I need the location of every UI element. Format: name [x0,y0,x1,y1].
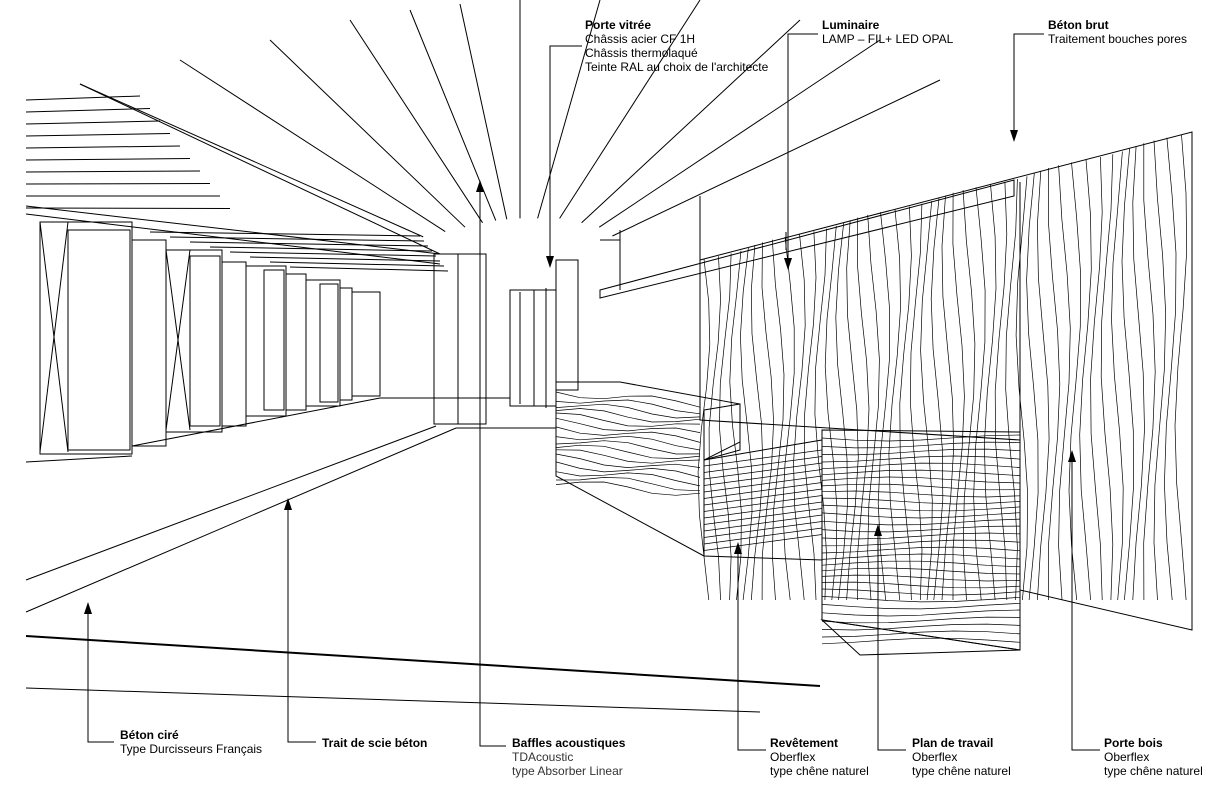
label-trait-scie: Trait de scie béton [322,736,427,750]
label-plan-travail-line-1: Oberflex [912,750,958,764]
wood-wall [697,131,1193,631]
label-revetement-line-2: type chêne naturel [770,764,869,778]
label-luminaire-line-1: LAMP – FIL+ LED OPAL [822,32,954,46]
label-porte-vitree-line-2: Châssis thermolaqué [585,46,698,60]
label-porte-bois-line-2: type chêne naturel [1104,764,1203,778]
label-beton-brut-line-1: Traitement bouches pores [1048,32,1187,46]
label-beton-cire: Béton ciré Type Durcisseurs Français [120,728,262,756]
ceiling-slats [25,95,449,272]
label-baffles-line-1: TDAcoustic [512,750,574,764]
left-glazed-facade [25,221,381,463]
leader-arrows [84,130,1076,614]
central-pillar [433,253,487,425]
label-porte-vitree-line-1: Châssis acier CF 1H [585,32,696,46]
label-beton-cire-title: Béton ciré [120,728,179,742]
label-porte-vitree-line-3: Teinte RAL au choix de l'architecte [585,60,769,74]
label-trait-scie-title: Trait de scie béton [322,736,428,750]
label-porte-vitree-title: Porte vitrée [585,18,652,32]
label-revetement: Revêtement Oberflex type chêne naturel [770,736,869,778]
label-porte-vitree: Porte vitrée Châssis acier CF 1H Châssis… [585,18,768,74]
label-plan-travail-title: Plan de travail [912,736,994,750]
label-baffles: Baffles acoustiques TDAcoustic type Abso… [512,736,625,778]
leader-lines [87,33,1100,751]
luminaire-shape [599,179,1015,299]
label-baffles-line-2: type Absorber Linear [512,764,623,778]
ceiling-beams [25,0,941,265]
label-porte-bois-title: Porte bois [1104,736,1163,750]
label-revetement-title: Revêtement [770,736,839,750]
label-beton-cire-line-1: Type Durcisseurs Français [120,742,263,756]
label-baffles-title: Baffles acoustiques [512,736,626,750]
back-glazed-doors [509,259,579,408]
label-porte-bois: Porte bois Oberflex type chêne naturel [1104,736,1203,778]
label-luminaire: Luminaire LAMP – FIL+ LED OPAL [822,18,953,46]
label-porte-bois-line-1: Oberflex [1104,750,1150,764]
reception-desk [555,381,1021,656]
label-beton-brut-title: Béton brut [1048,18,1109,32]
label-beton-brut: Béton brut Traitement bouches pores [1048,18,1187,46]
rear-wall [600,196,701,290]
floor [25,397,821,713]
label-luminaire-title: Luminaire [822,18,880,32]
label-plan-travail-line-2: type chêne naturel [912,764,1011,778]
label-plan-travail: Plan de travail Oberflex type chêne natu… [912,736,1011,778]
label-revetement-line-1: Oberflex [770,750,816,764]
